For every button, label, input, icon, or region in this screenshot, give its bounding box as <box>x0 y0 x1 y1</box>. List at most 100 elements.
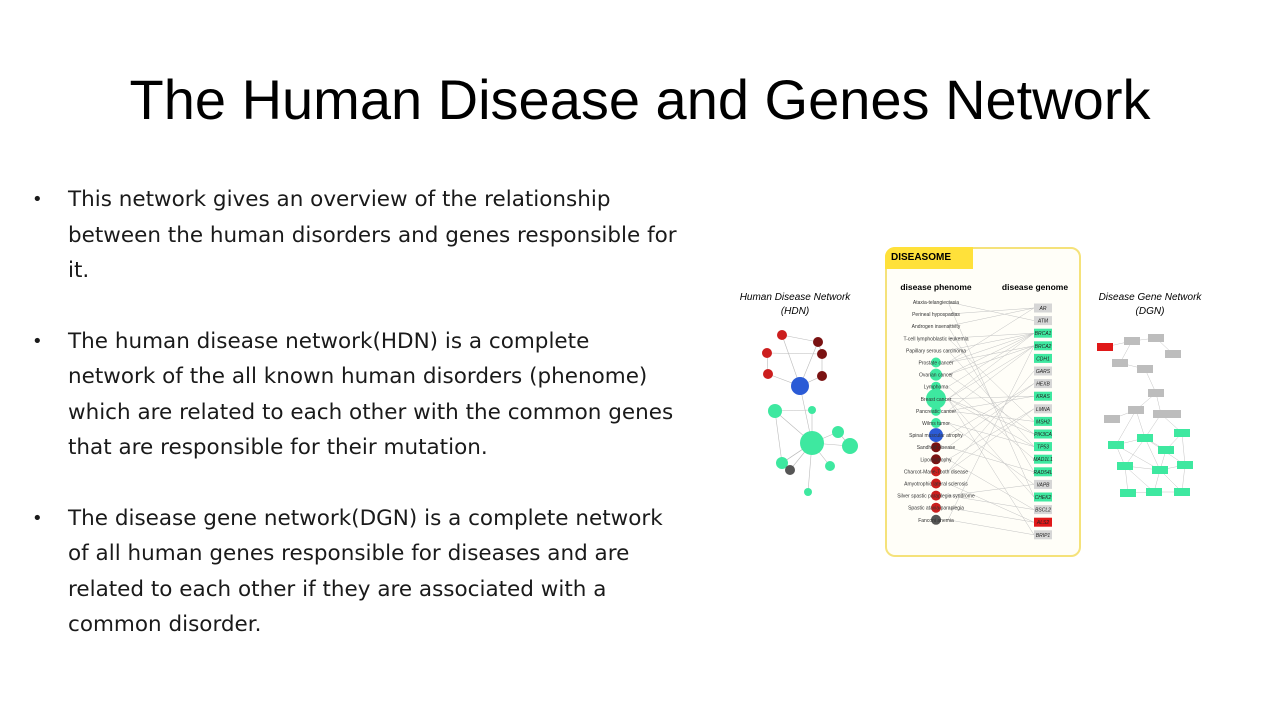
gene-box <box>1034 353 1052 363</box>
dgn-node <box>1165 410 1181 418</box>
network-edge <box>947 345 1035 520</box>
phenome-label: Lipodystrophy <box>920 457 952 463</box>
dgn-node <box>1137 365 1153 373</box>
gene-label: VAPB <box>1036 482 1050 488</box>
network-diagram: Human Disease Network (HDN) disease phen… <box>740 282 1203 540</box>
hdn-edge <box>781 334 819 343</box>
phenome-node <box>931 466 941 477</box>
phenome-label: Silver spastic paraplegia syndrome <box>897 494 975 500</box>
dgn-node <box>1124 337 1140 345</box>
phenome-label: Fanconi anemia <box>918 518 954 524</box>
dgn-node <box>1174 488 1190 496</box>
gene-label: PIK3CA <box>1034 432 1052 438</box>
hdn-node <box>842 438 858 454</box>
hdn-node <box>804 488 812 496</box>
phenome-node <box>931 357 941 368</box>
phenome-node <box>931 442 941 453</box>
hdn-title: Human Disease Network <box>740 292 852 303</box>
dgn-title: Disease Gene Network <box>1099 292 1203 303</box>
bullet-icon: • <box>32 507 43 529</box>
gene-box <box>1034 454 1052 464</box>
bullet-item: • The human disease network(HDN) is a co… <box>30 324 680 466</box>
gene-box <box>1034 303 1052 313</box>
network-edge <box>947 345 1035 412</box>
hdn-edge <box>766 352 823 355</box>
dgn-node <box>1148 389 1164 397</box>
phenome-node <box>931 405 941 416</box>
network-edge <box>947 395 1035 412</box>
hdn-node <box>817 349 827 359</box>
bullet-item: • This network gives an overview of the … <box>30 182 680 289</box>
network-edge <box>947 484 1035 496</box>
phenome-label: Lymphoma <box>924 385 949 391</box>
phenome-label: Ataxia-telangiectasia <box>913 300 959 306</box>
dgn-node <box>1112 359 1128 367</box>
gene-label: BSCL2 <box>1035 508 1051 514</box>
phenome-label: Amyotrophic lateral sclerosis <box>904 482 968 488</box>
phenome-label: Ovarian cancer <box>919 373 953 379</box>
phenome-node <box>931 478 941 489</box>
gene-box <box>1034 379 1052 389</box>
hdn-node <box>768 404 782 418</box>
phenome-node <box>931 490 941 501</box>
network-edge <box>947 408 1035 460</box>
phenome-label: Spastic ataxia/paraplegia <box>908 506 964 512</box>
gene-box <box>1034 316 1052 326</box>
network-edge <box>947 398 1035 535</box>
hdn-node <box>813 337 823 347</box>
dgn-edge <box>1144 437 1161 471</box>
network-edge <box>947 422 1035 447</box>
gene-label: LMNA <box>1036 407 1051 413</box>
gene-box <box>1034 404 1052 414</box>
phenome-label: Androgen insensitivity <box>912 324 961 330</box>
gene-label: CHEK2 <box>1035 495 1052 501</box>
phenome-node <box>926 388 946 409</box>
hdn-node <box>791 377 809 395</box>
network-edge <box>947 332 1035 387</box>
hdn-node <box>825 461 835 471</box>
dgn-node <box>1152 466 1168 474</box>
hdn-node <box>832 426 844 438</box>
network-edge <box>947 410 1035 422</box>
gene-label: MAD1L1 <box>1033 457 1053 463</box>
network-edge <box>947 338 1035 422</box>
bullet-list: • This network gives an overview of the … <box>30 182 680 678</box>
phenome-label: Breast cancer <box>921 397 952 403</box>
dgn-edge <box>1181 432 1186 466</box>
slide-title: The Human Disease and Genes Network <box>129 68 1151 131</box>
network-edge <box>947 383 1035 436</box>
gene-box <box>1034 341 1052 351</box>
gene-box <box>1034 530 1052 540</box>
phenome-node <box>930 368 942 381</box>
phenome-node <box>931 514 941 525</box>
network-edge <box>947 507 1035 523</box>
gene-label: BRCA2 <box>1035 344 1052 350</box>
phenome-node <box>929 428 943 443</box>
gene-box <box>1034 479 1052 489</box>
phenome-label: Perineal hypospadias <box>912 312 960 318</box>
network-edge <box>947 307 1035 363</box>
hdn-node <box>785 465 795 475</box>
bullet-text: The disease gene network(DGN) is a compl… <box>68 505 663 638</box>
gene-label: HEXB <box>1036 382 1050 388</box>
phenome-label: Prostate cancer <box>918 361 953 367</box>
gene-label: BRCA1 <box>1035 331 1052 337</box>
gene-box <box>1034 391 1052 401</box>
gene-box <box>1034 416 1052 426</box>
network-edge <box>947 459 1035 510</box>
network-edge <box>947 301 1035 498</box>
hdn-node <box>762 348 772 358</box>
network-edge <box>947 383 1035 448</box>
dgn-node <box>1148 334 1164 342</box>
hdn-node <box>808 406 816 414</box>
gene-box <box>1034 442 1052 452</box>
gene-label: ALS2 <box>1036 520 1049 526</box>
dgn-node <box>1137 434 1153 442</box>
dgn-node <box>1117 462 1133 470</box>
phenome-label: Papillary serous carcinoma <box>906 348 966 354</box>
hdn-node <box>763 369 773 379</box>
hdn-node <box>800 431 824 455</box>
network-edge <box>947 333 1035 399</box>
gene-box <box>1034 467 1052 477</box>
phenome-header: disease phenome <box>900 282 972 292</box>
